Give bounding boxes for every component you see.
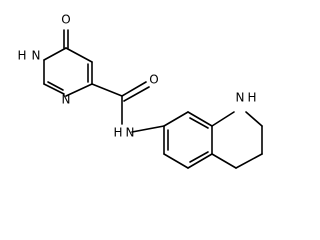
bond-n-aryl (131, 125, 165, 133)
bond-ar-4-double (189, 151, 209, 163)
bond-ar-2-double (189, 117, 209, 129)
atom-n1: N (32, 49, 41, 63)
bond-ar-2 (187, 111, 213, 127)
bond-c4-carbonyl (91, 83, 123, 97)
bond-ar-1 (163, 111, 189, 127)
bond-n3-c4 (65, 83, 93, 97)
bond-c3-c4 (235, 153, 263, 169)
bond-c2-n3 (43, 83, 65, 95)
bond-c6-c5 (65, 47, 93, 63)
bond-c6-n1 (43, 47, 67, 61)
bond-ar-5 (163, 153, 189, 169)
atom-h-n1: H (17, 49, 26, 63)
atom-n3: N (62, 93, 71, 107)
molecule-diagram: O H N N O N H N H (17, 12, 263, 169)
atom-o-amide: O (149, 73, 158, 87)
bond-carbonyl-o (121, 81, 147, 97)
bond-carbonyl-o-double (123, 86, 150, 102)
atom-n-amide: N (126, 126, 135, 140)
atom-o-ketone: O (61, 13, 70, 27)
bond-nquin-c2 (245, 111, 263, 127)
molecule-structure: O H N N O N H N H (17, 13, 263, 169)
bond-ar-nquin (211, 111, 235, 127)
atom-n-quinoline: N (236, 91, 245, 105)
bond-c4-ar (211, 153, 237, 169)
atom-h-amide: H (113, 126, 122, 140)
bond-c2-n3-double (47, 81, 64, 91)
atom-h-quinoline: H (247, 91, 256, 105)
bond-ar-4 (187, 153, 213, 169)
